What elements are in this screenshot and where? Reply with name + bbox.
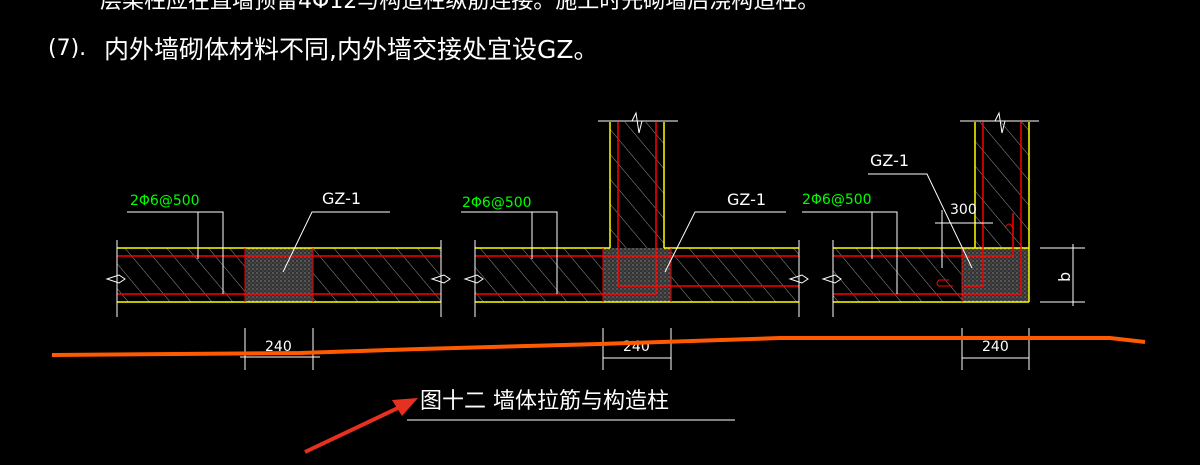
offset-dimension-label: 300	[950, 202, 977, 218]
note-number: (7).	[48, 36, 86, 61]
note-line-6: 层梁柱应在直墙预留4Φ12与构造柱纵筋连接。施工时先砌墙后浇构造柱。	[100, 0, 819, 14]
detail-straight-wall: 2Φ6@500 GZ-1 240	[105, 189, 451, 370]
arrow-annotation	[304, 398, 418, 454]
column-label: GZ-1	[727, 190, 766, 209]
note-line-7: 内外墙砌体材料不同,内外墙交接处宜设GZ。	[104, 35, 598, 64]
dimension-label: 240	[265, 339, 292, 355]
detail-corner-junction: 2Φ6@500 GZ-1 300 b 240	[802, 111, 1085, 370]
column-label: GZ-1	[322, 189, 361, 208]
figure-caption: 图十二 墙体拉筋与构造柱	[420, 389, 669, 414]
detail-t-junction: 2Φ6@500 GZ-1 240	[461, 111, 809, 370]
rebar-label: 2Φ6@500	[462, 195, 532, 211]
dimension-label: 240	[982, 339, 1009, 355]
rebar-label: 2Φ6@500	[802, 192, 872, 208]
rebar-label: 2Φ6@500	[130, 193, 200, 209]
thickness-label: b	[1055, 272, 1074, 282]
column-label: GZ-1	[870, 151, 909, 170]
underline-annotation	[51, 336, 1146, 357]
